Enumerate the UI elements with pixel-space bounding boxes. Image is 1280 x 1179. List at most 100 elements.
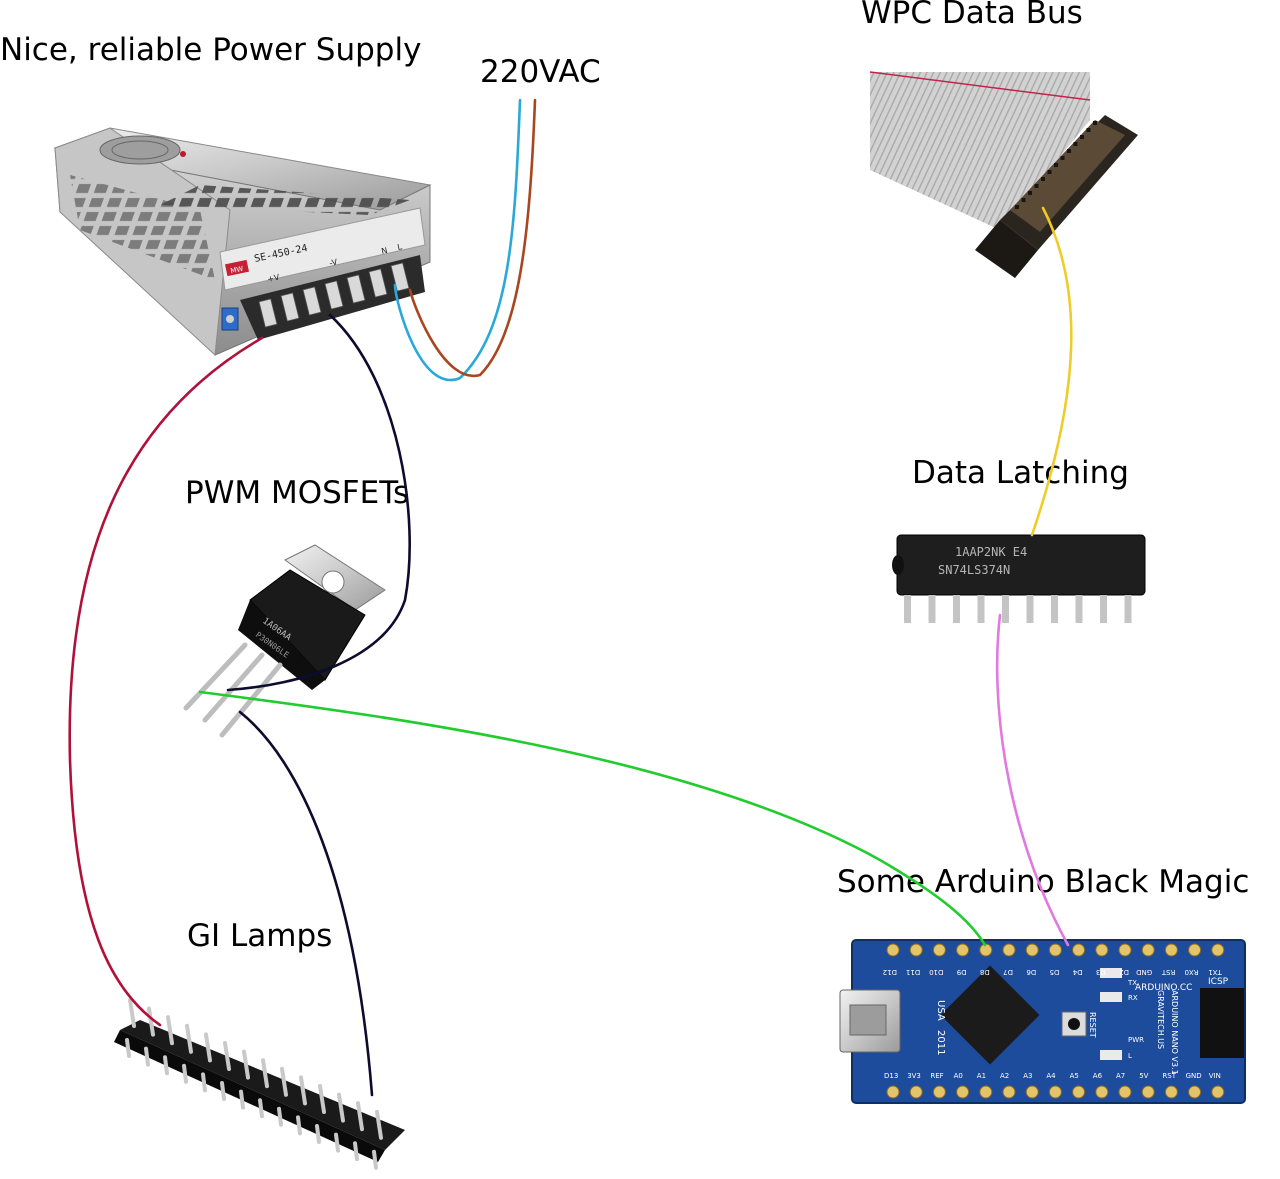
nano-pad [1048,1085,1062,1099]
header-pin [258,1098,264,1119]
header-pin [372,1149,378,1170]
nano-pad [932,1085,946,1099]
header-pin [223,1041,231,1071]
connector-hole [1073,142,1078,146]
nano-pad [1211,943,1225,957]
wire-mosfet-to-arduino [198,690,987,947]
nano-bottom-pin-label: A6 [1093,1072,1103,1080]
header-pin [315,1124,321,1144]
connector-hole [1086,128,1091,132]
ic-pin [1124,595,1132,623]
ic-marking-2: SN74LS374N [938,563,1010,577]
header-pin [204,1032,212,1063]
nano-pad [1095,1085,1109,1099]
ic-pin [977,595,985,623]
connector-holes [1015,121,1097,209]
header-pin [201,1072,207,1093]
nano-maker: GRAVITECH.US [1156,990,1165,1049]
nano-bottom-pin-label: GND [1186,1072,1202,1080]
psu-brand: MW [230,265,244,276]
header-pin [163,1055,169,1076]
nano-top-pin-label: D2 [1119,968,1129,976]
header-pin [147,1006,155,1037]
header-pin [220,1081,226,1101]
nano-pad [956,1085,970,1099]
wire-mains-brown [408,98,537,378]
nano-bottom-pin-label: VIN [1209,1072,1221,1080]
header-pin [261,1058,269,1089]
nano-pad [1095,943,1109,957]
mains-label: 220VAC [480,54,601,90]
nano-top-pin-label: GND [1136,968,1152,976]
nano-led-label: PWR [1128,1036,1144,1044]
header-pin [182,1063,188,1084]
nano-top-pin-label: RST [1161,968,1175,976]
nano-pad [1164,1085,1178,1099]
header-pin [318,1084,326,1114]
nano-led-label: TX [1127,979,1137,987]
connector-hole [1067,149,1071,153]
nano-top-pin-label: D4 [1072,968,1082,976]
ic-pin [953,595,960,623]
wires [68,98,1073,1097]
power-supply: MW SE-450-24 +V -V N L [53,127,432,357]
nano-pad [886,1085,900,1099]
ic-pin [1051,595,1058,623]
psu-minus-v: -V [329,257,339,268]
connector-hole [1093,121,1097,125]
nano-bottom-pin-label: A3 [1023,1072,1032,1080]
latching-label: Data Latching [912,455,1129,491]
nano-pad [909,943,923,957]
psu-terminal-screws [258,262,410,328]
connector-hole [1060,156,1065,160]
header-pin [277,1106,283,1127]
nano-led-label: RX [1128,994,1138,1002]
connector-hole [1041,177,1045,181]
nano-country: USA [935,1000,946,1021]
mosfets-label: PWM MOSFETs [185,475,410,511]
psu-plus-v: +V [267,273,281,284]
header-pin [296,1115,302,1136]
nano-pad [886,943,900,957]
nano-pad [1048,943,1062,957]
wire-latch-to-arduino [995,613,1070,947]
wire-bus-to-latch [1030,206,1073,537]
nano-pad [1141,1085,1155,1099]
header-pin [125,1038,131,1058]
psu-neutral: N [381,246,389,256]
nano-pad [1002,1085,1016,1099]
nano-pads [886,943,1225,1099]
nano-top-pin-label: D6 [1026,968,1036,976]
header-pins [125,998,383,1170]
nano-bottom-pin-label: REF [930,1072,943,1080]
nano-pad [1072,943,1086,957]
connector-hole [1028,191,1032,195]
nano-pad [1002,943,1016,957]
ic-pins [904,595,1132,623]
ic-pin [1100,595,1107,623]
nano-bottom-pin-label: A2 [1000,1072,1009,1080]
header-pin [337,1092,345,1123]
lamp-header [114,998,405,1170]
wire-mains-blue [393,98,522,382]
connector-hole [1080,135,1084,139]
header-pin [356,1101,364,1132]
nano-pad [1164,943,1178,957]
nano-top-pin-label: D3 [1096,968,1106,976]
wire-mosfet-to-lamps [238,710,374,1097]
nano-icsp: ICSP [1208,977,1229,987]
ic-pin [904,595,911,623]
header-pin [144,1046,150,1067]
connector-hole [1047,170,1052,174]
ribbon-cable [869,71,1138,278]
nano-pad [1141,943,1155,957]
psu-line: L [397,242,404,252]
nano-pad [1188,1085,1202,1099]
nano-pad [1025,943,1039,957]
nano-year: 2011 [935,1030,946,1055]
